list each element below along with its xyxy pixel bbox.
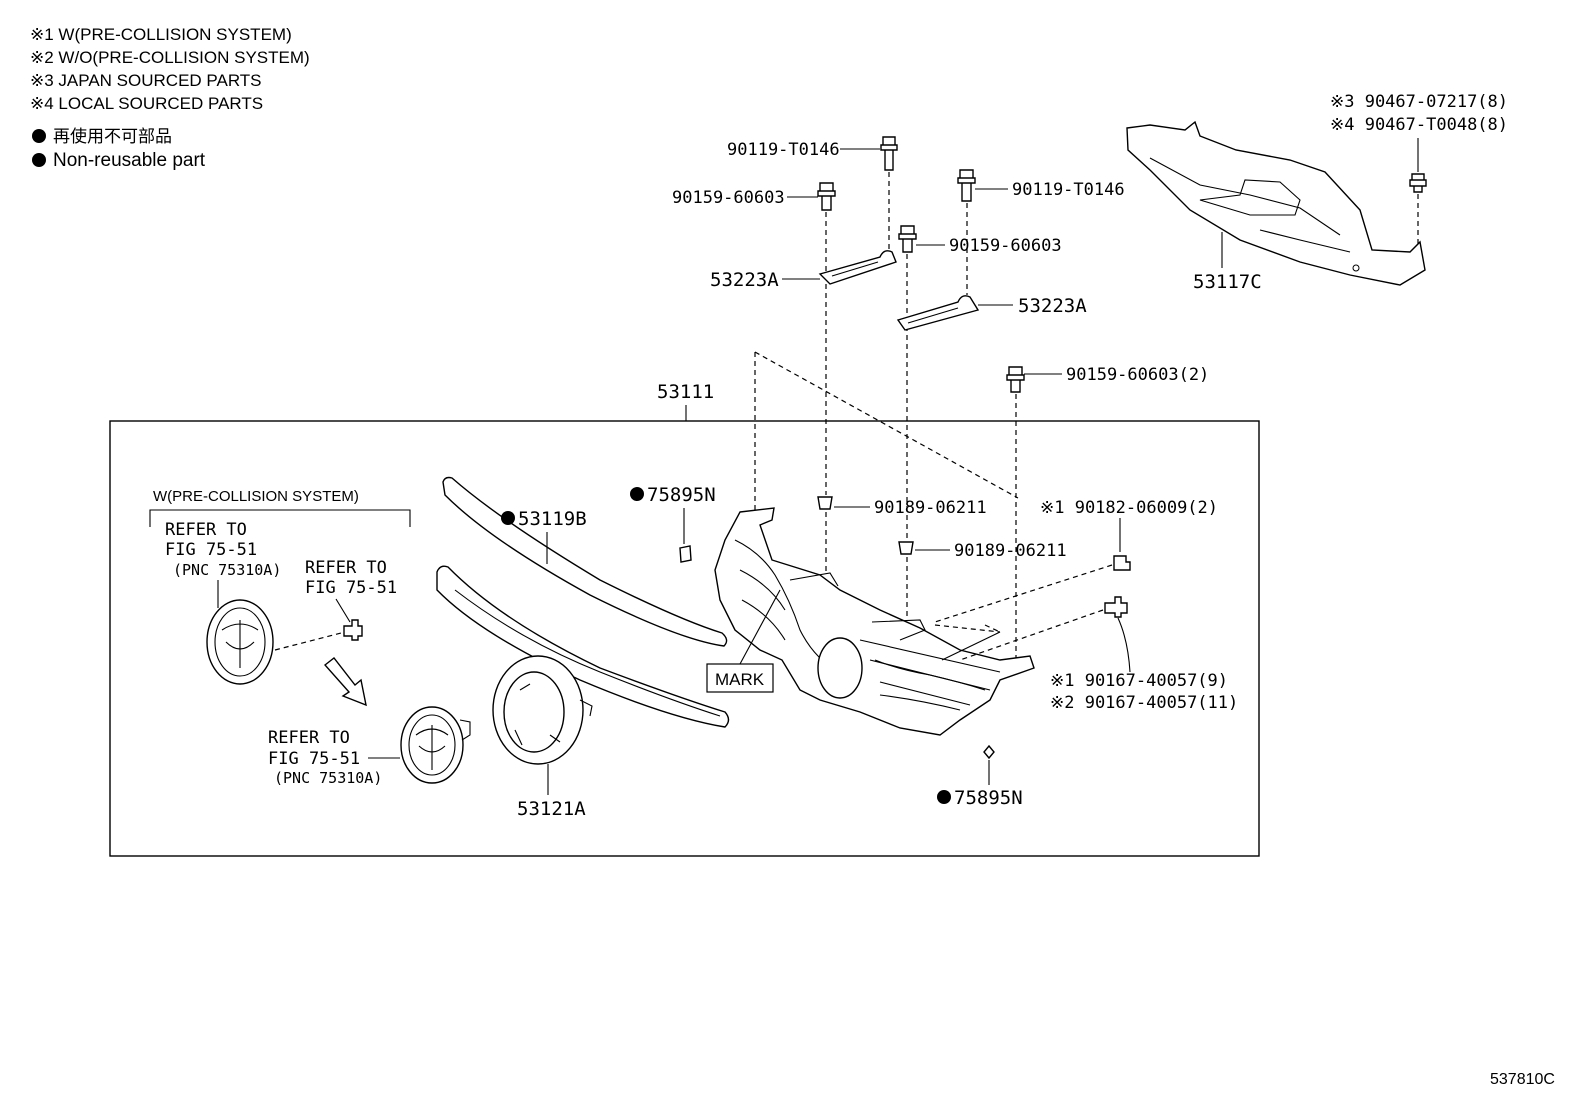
clip-icon xyxy=(817,496,833,510)
label-90167-40057-note1: ※1 90167-40057(9) xyxy=(1050,671,1228,691)
label-90119-T0146-left: 90119-T0146 xyxy=(727,140,840,160)
legend: ※1 W(PRE-COLLISION SYSTEM) ※2 W/O(PRE-CO… xyxy=(30,25,310,171)
screw-icon xyxy=(1104,596,1128,618)
bracket-icon xyxy=(896,295,980,331)
plate-icon xyxy=(983,744,995,760)
label-75895N-bottom: 75895N xyxy=(954,787,1023,809)
nonreusable-dot-icon xyxy=(32,129,46,143)
label-90167-40057-note2: ※2 90167-40057(11) xyxy=(1050,693,1238,713)
label-90189-06211-b: 90189-06211 xyxy=(954,541,1067,561)
refer3-line3: (PNC 75310A) xyxy=(274,769,382,787)
legend-note-3: ※3 JAPAN SOURCED PARTS xyxy=(30,71,262,90)
label-53121A: 53121A xyxy=(517,798,586,820)
clip-icon xyxy=(1409,173,1427,193)
bolt-90159-60603-left[interactable] xyxy=(817,182,836,211)
arrow-icon xyxy=(323,657,367,707)
mark-label: MARK xyxy=(715,670,765,689)
legend-note-1: ※1 W(PRE-COLLISION SYSTEM) xyxy=(30,25,292,44)
cover-icon xyxy=(1126,120,1426,286)
bolt-icon xyxy=(898,225,917,253)
label-90159-60603-2: 90159-60603(2) xyxy=(1066,365,1209,385)
refer3-line1: REFER TO xyxy=(268,728,350,748)
emblem-upper[interactable] xyxy=(206,599,274,685)
refer1-line1: REFER TO xyxy=(165,520,247,540)
grille-assembly-frame xyxy=(109,420,1260,857)
label-75895N-top: 75895N xyxy=(647,484,716,506)
label-53223A-left: 53223A xyxy=(710,269,779,291)
nut-icon xyxy=(343,619,363,641)
label-cover-note4: ※4 90467-T0048(8) xyxy=(1330,115,1508,135)
bolt-90119-T0146-right[interactable] xyxy=(957,169,976,202)
clip-90467[interactable] xyxy=(1409,173,1427,193)
label-cover-note3: ※3 90467-07217(8) xyxy=(1330,92,1508,112)
illustration-id: 537810C xyxy=(1490,1071,1555,1088)
refer2-line2: FIG 75-51 xyxy=(305,578,397,598)
nut-90182-06009[interactable] xyxy=(1113,555,1131,571)
clip-90189-06211-a[interactable] xyxy=(817,496,833,510)
molding-53119B[interactable] xyxy=(442,476,728,647)
bracket-53223A-right[interactable] xyxy=(896,295,980,331)
label-90182-06009: ※1 90182-06009(2) xyxy=(1040,498,1218,518)
label-53119B: 53119B xyxy=(518,508,587,530)
ring-53121A[interactable] xyxy=(492,655,593,765)
refer1-line3: (PNC 75310A) xyxy=(173,561,281,579)
label-90119-T0146-right: 90119-T0146 xyxy=(1012,180,1125,200)
bolt-90159-60603-2[interactable] xyxy=(1006,366,1025,393)
plate-icon xyxy=(679,545,692,563)
nonreusable-dot-icon xyxy=(32,153,46,167)
emblem-lower[interactable] xyxy=(400,706,471,784)
legend-nonreusable-jp: 再使用不可部品 xyxy=(53,126,172,146)
group-title: W(PRE-COLLISION SYSTEM) xyxy=(153,488,359,505)
plate-75895N-bottom[interactable] xyxy=(983,744,995,760)
refer1-line2: FIG 75-51 xyxy=(165,540,257,560)
bolt-90159-60603-right[interactable] xyxy=(898,225,917,253)
clip-90189-06211-b[interactable] xyxy=(898,541,914,555)
nonreusable-dot-icon xyxy=(501,511,515,525)
bolt-icon xyxy=(1006,366,1025,393)
bracket-icon xyxy=(818,250,897,285)
nonreusable-dot-icon xyxy=(937,790,951,804)
label-90189-06211-a: 90189-06211 xyxy=(874,498,987,518)
upper-cover-53117C[interactable] xyxy=(1126,120,1426,286)
label-90159-60603-left: 90159-60603 xyxy=(672,188,785,208)
radiator-grille[interactable] xyxy=(714,507,1035,736)
bolt-icon xyxy=(817,182,836,211)
mark-box xyxy=(706,663,774,693)
label-53117C: 53117C xyxy=(1193,271,1262,293)
nut-icon xyxy=(1113,555,1131,571)
bolt-90119-T0146-left[interactable] xyxy=(880,136,898,171)
refer2-line1: REFER TO xyxy=(305,558,387,578)
legend-note-4: ※4 LOCAL SOURCED PARTS xyxy=(30,94,263,113)
bracket-53223A-left[interactable] xyxy=(818,250,897,285)
clip-icon xyxy=(898,541,914,555)
nonreusable-dot-icon xyxy=(630,487,644,501)
molding-icon xyxy=(442,476,728,647)
screw-90167-40057[interactable] xyxy=(1104,596,1128,618)
label-53111: 53111 xyxy=(657,381,714,403)
refer3-line2: FIG 75-51 xyxy=(268,749,360,769)
label-53223A-right: 53223A xyxy=(1018,295,1087,317)
label-90159-60603-right: 90159-60603 xyxy=(949,236,1062,256)
bolt-icon xyxy=(880,136,898,171)
plate-75895N-top[interactable] xyxy=(679,545,692,563)
group-bracket xyxy=(149,509,411,527)
emblem-nut[interactable] xyxy=(343,619,363,641)
legend-nonreusable-en: Non-reusable part xyxy=(53,150,206,171)
bolt-icon xyxy=(957,169,976,202)
legend-note-2: ※2 W/O(PRE-COLLISION SYSTEM) xyxy=(30,48,310,67)
